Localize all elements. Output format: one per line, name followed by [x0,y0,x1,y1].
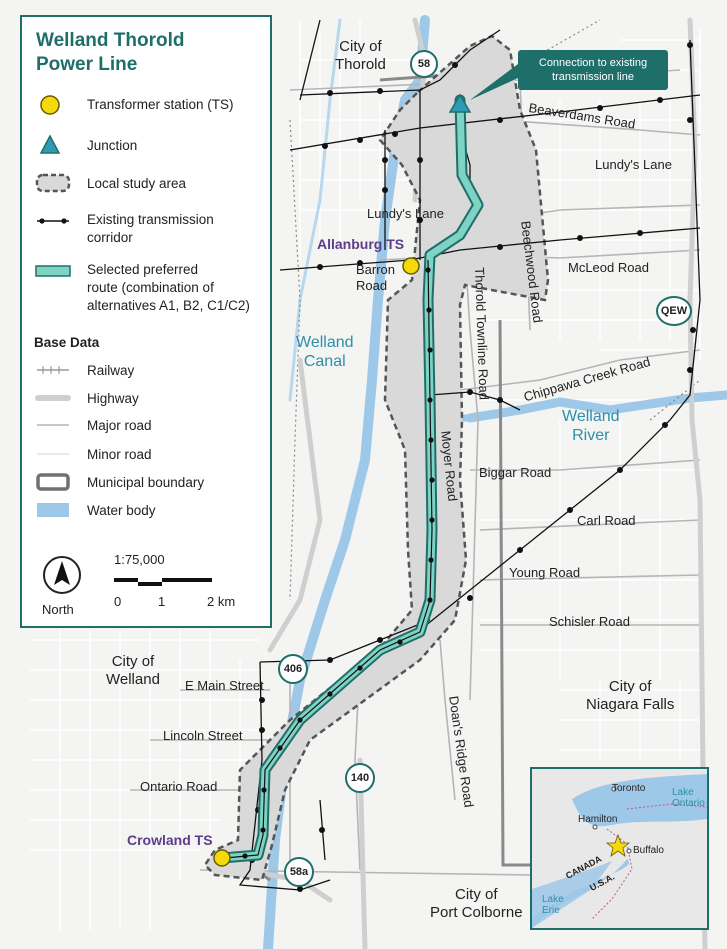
inset-map-canvas [532,769,707,928]
road-label-mcleod: McLeod Road [568,260,649,275]
scale-ratio: 1:75,000 [114,552,165,567]
water-label-welland-river: Welland River [562,408,620,444]
road-label-carl: Carl Road [577,513,636,528]
inset-label-hamilton: Hamilton [578,814,618,825]
place-label-welland: City of Welland [106,653,160,688]
legend-label-highway: Highway [87,391,139,406]
crowland-ts-label: Crowland TS [127,832,213,848]
railway-icon [37,366,69,374]
road-label-lincoln: Lincoln Street [163,728,243,743]
callout-pointer [470,64,518,100]
place-label-port-colborne: City of Port Colborne [430,886,523,921]
highway-shield-406: 406 [278,654,308,684]
railways [289,19,701,601]
minor-roads [30,20,701,930]
north-arrow-icon [43,556,81,594]
allanburg-ts-marker[interactable] [402,257,420,275]
water-label-welland-canal: Welland Canal [296,334,354,370]
minor-road-icon [37,453,69,455]
road-label-biggar: Biggar Road [479,465,552,480]
highway-shield-58: 58 [410,50,438,78]
allanburg-ts-label: Allanburg TS [317,236,405,252]
inset-label-lake-erie: Lake Erie [542,894,564,916]
legend-label-ts: Transformer station (TS) [87,97,234,112]
place-label-niagara-falls: City of Niagara Falls [586,678,675,713]
road-label-barron: Barron Road [356,262,396,293]
transmission-towers [249,42,696,892]
road-label-e-main: E Main Street [185,678,264,693]
north-label: North [42,602,74,617]
road-label-young: Young Road [509,565,581,580]
highway-shield-qew: QEW [656,296,692,326]
route-towers [242,267,435,859]
legend-label-minor-road: Minor road [87,447,152,462]
legend-label-preferred-route: Selected preferred route (combination of… [87,262,250,313]
scale-tick-2: 2 km [207,594,236,609]
inset-map: Toronto Hamilton Buffalo Lake Ontario La… [530,767,709,930]
road-label-lundys-lane-east: Lundy's Lane [595,157,672,172]
inset-label-buffalo: Buffalo [633,845,664,856]
water-body-icon [37,503,69,517]
major-road-icon [37,424,69,426]
ts-circle-icon [40,95,60,115]
preferred-route-icon [35,265,71,277]
scale-tick-0: 0 [114,594,122,609]
scale-tick-1: 1 [158,594,166,609]
crowland-ts-marker[interactable] [213,849,231,867]
legend-label-water-body: Water body [87,503,156,518]
legend-label-transmission: Existing transmission corridor [87,212,214,245]
junction-triangle-icon [39,134,61,154]
legend-panel: Welland Thorold Power Line Transformer s… [20,15,272,628]
road-label-ontario: Ontario Road [140,779,218,794]
base-data-heading: Base Data [34,335,100,350]
legend-label-municipal-boundary: Municipal boundary [87,475,205,490]
scale-bar-icon [114,578,212,586]
junction-triangle-icon [448,93,472,113]
legend-label-junction: Junction [87,138,138,153]
highway-icon [35,395,71,401]
inset-label-lake-ontario: Lake Ontario [672,787,705,809]
legend-label-major-road: Major road [87,418,152,433]
map-title: Welland Thorold Power Line [36,30,185,75]
highway-shield-58a: 58a [284,857,314,887]
highway-shield-140: 140 [345,763,375,793]
legend-label-study-area: Local study area [87,176,187,191]
legend-label-railway: Railway [87,363,135,378]
road-label-lundys-lane-west: Lundy's Lane [367,206,444,221]
junction-callout: Connection to existing transmission line [518,50,668,90]
municipal-boundary-icon [36,473,70,491]
inset-label-toronto: Toronto [612,783,646,794]
transmission-line-icon [37,218,69,224]
road-label-schisler: Schisler Road [549,614,630,629]
dashed-area-icon [35,173,71,193]
local-study-area [203,34,550,882]
place-label-thorold: City of Thorold [335,38,386,73]
